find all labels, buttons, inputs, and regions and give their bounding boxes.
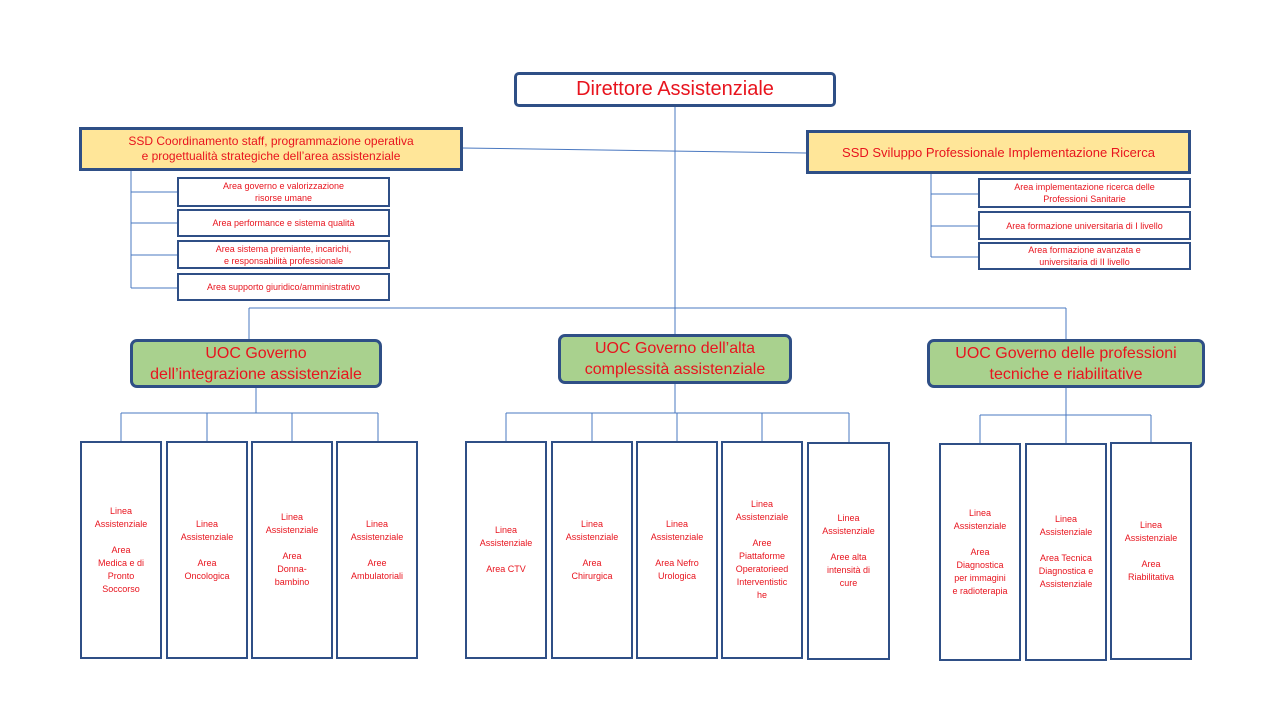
linea-area-medica-pronto-soccorso: Linea Assistenziale Area Medica e di Pro…	[80, 441, 162, 659]
linea-area-donna-bambino: Linea Assistenziale Area Donna- bambino	[251, 441, 333, 659]
area-implementazione-ricerca: Area implementazione ricerca delle Profe…	[978, 178, 1191, 208]
area-supporto-giuridico: Area supporto giuridico/amministrativo	[177, 273, 390, 301]
linea-area-riabilitativa: Linea Assistenziale Area Riabilitativa	[1110, 442, 1192, 660]
area-governo-risorse-umane: Area governo e valorizzazione risorse um…	[177, 177, 390, 207]
ssd-sviluppo-professionale-box: SSD Sviluppo Professionale Implementazio…	[806, 130, 1191, 174]
linea-aree-alta-intensita-cure: Linea Assistenziale Aree alta intensità …	[807, 442, 890, 660]
linea-aree-ambulatoriali: Linea Assistenziale Aree Ambulatoriali	[336, 441, 418, 659]
linea-area-nefro-urologica: Linea Assistenziale Area Nefro Urologica	[636, 441, 718, 659]
area-formazione-ii-livello: Area formazione avanzata e universitaria…	[978, 242, 1191, 270]
area-formazione-i-livello: Area formazione universitaria di I livel…	[978, 211, 1191, 240]
area-performance-qualita: Area performance e sistema qualità	[177, 209, 390, 237]
linea-area-oncologica: Linea Assistenziale Area Oncologica	[166, 441, 248, 659]
area-sistema-premiante: Area sistema premiante, incarichi, e res…	[177, 240, 390, 269]
ssd-coordinamento-box: SSD Coordinamento staff, programmazione …	[79, 127, 463, 171]
linea-area-tecnica-diagnostica: Linea Assistenziale Area Tecnica Diagnos…	[1025, 443, 1107, 661]
director-box: Direttore Assistenziale	[514, 72, 836, 107]
uoc-professioni-tecniche: UOC Governo delle professioni tecniche e…	[927, 339, 1205, 388]
linea-area-chirurgica: Linea Assistenziale Area Chirurgica	[551, 441, 633, 659]
linea-aree-piattaforme-operatorie: Linea Assistenziale Aree Piattaforme Ope…	[721, 441, 803, 659]
uoc-integrazione-assistenziale: UOC Governo dell’integrazione assistenzi…	[130, 339, 382, 388]
linea-area-diagnostica-immagini: Linea Assistenziale Area Diagnostica per…	[939, 443, 1021, 661]
linea-area-ctv: Linea Assistenziale Area CTV	[465, 441, 547, 659]
uoc-alta-complessita: UOC Governo dell’alta complessità assist…	[558, 334, 792, 384]
